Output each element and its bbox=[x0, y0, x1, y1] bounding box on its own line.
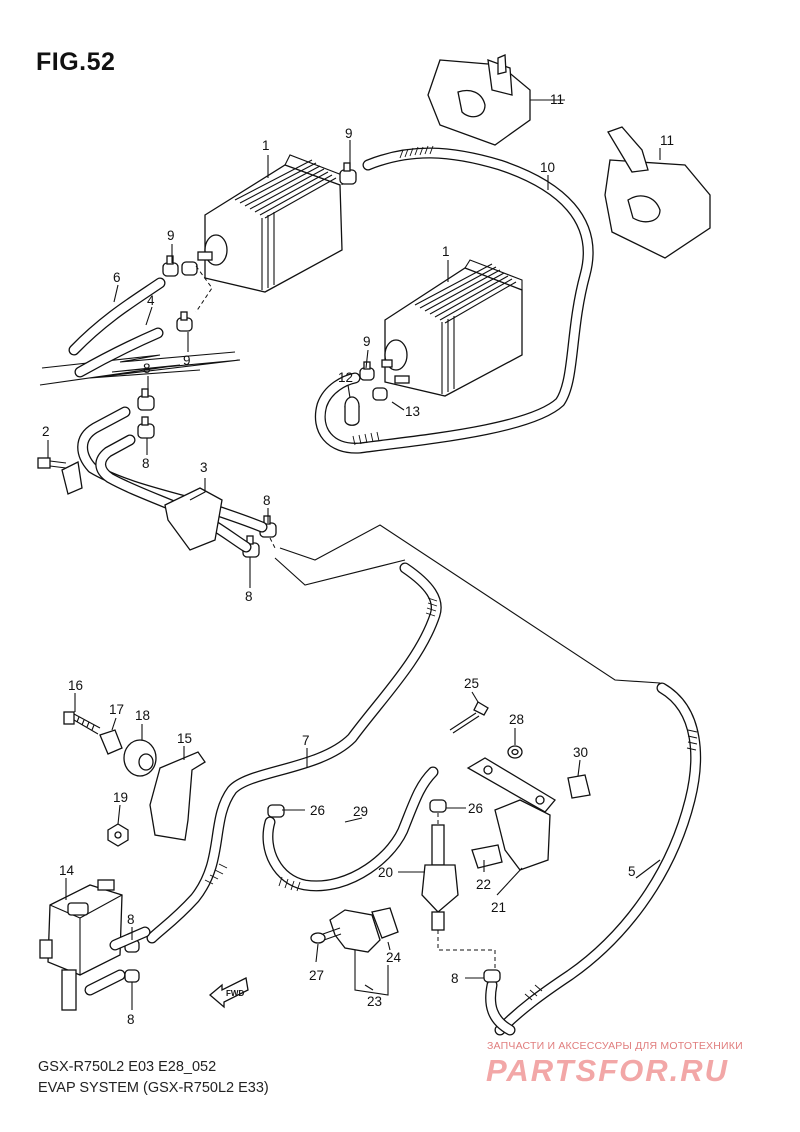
nut-19 bbox=[107, 823, 129, 847]
rivet-25 bbox=[449, 701, 489, 734]
callout-22: 22 bbox=[476, 877, 491, 892]
callout-28: 28 bbox=[509, 712, 524, 727]
hose-10 bbox=[314, 147, 594, 454]
fwd-arrow: FWD bbox=[208, 977, 249, 1009]
callout-16: 16 bbox=[68, 678, 83, 693]
callout-18: 18 bbox=[135, 708, 150, 723]
bolt-16 bbox=[63, 711, 101, 735]
canister-bracket-11-upper bbox=[427, 54, 531, 146]
plug-12 bbox=[344, 396, 360, 426]
callout-19: 19 bbox=[113, 790, 128, 805]
bracket-15 bbox=[149, 751, 206, 841]
figure-code: GSX-R750L2 E03 E28_052 bbox=[38, 1059, 217, 1075]
callout-10: 10 bbox=[540, 160, 555, 175]
canister-1-upper bbox=[197, 154, 343, 293]
bracket-23 bbox=[329, 909, 389, 996]
hose-4 bbox=[74, 327, 164, 378]
callout-15: 15 bbox=[177, 731, 192, 746]
callout-8: 8 bbox=[127, 912, 135, 927]
callout-8: 8 bbox=[143, 361, 151, 376]
pipe-assembly-3 bbox=[61, 406, 268, 553]
assembly-hint-lines bbox=[195, 265, 276, 549]
hose-7 bbox=[146, 562, 442, 944]
callout-4: 4 bbox=[147, 293, 155, 308]
grommet-18 bbox=[123, 739, 157, 777]
callout-13: 13 bbox=[405, 404, 420, 419]
bracket-21 bbox=[494, 799, 551, 871]
figure-title: FIG.52 bbox=[36, 48, 116, 76]
callout-9: 9 bbox=[363, 334, 371, 349]
washer-28 bbox=[507, 745, 523, 759]
watermark-tagline: ЗАПЧАСТИ И АКСЕССУАРЫ ДЛЯ МОТОТЕХНИКИ bbox=[487, 1040, 743, 1052]
callout-8: 8 bbox=[451, 971, 459, 986]
hose-5 bbox=[494, 682, 702, 1036]
hose-6 bbox=[68, 277, 166, 356]
callout-12: 12 bbox=[338, 370, 353, 385]
callout-20: 20 bbox=[378, 865, 393, 880]
callout-5: 5 bbox=[628, 864, 636, 879]
canister-bracket-11-right bbox=[604, 126, 711, 259]
callout-2: 2 bbox=[42, 424, 50, 439]
watermark-brand: PARTSFOR.RU bbox=[486, 1053, 730, 1088]
callout-9: 9 bbox=[167, 228, 175, 243]
callout-17: 17 bbox=[109, 702, 124, 717]
plate-bracket bbox=[466, 757, 556, 813]
callout-labels: 1 1 2 3 4 5 6 7 8 8 8 8 8 8 8 9 9 9 9 10… bbox=[42, 92, 674, 1027]
callout-30: 30 bbox=[573, 745, 588, 760]
clamp-24 bbox=[371, 907, 399, 939]
hose-29 bbox=[262, 766, 439, 892]
hose-outlet-bottom bbox=[485, 979, 516, 1036]
callout-11: 11 bbox=[660, 133, 674, 148]
callout-29: 29 bbox=[353, 804, 368, 819]
canister-1-lower bbox=[381, 259, 523, 397]
callout-1: 1 bbox=[262, 138, 270, 153]
hose-rib-hatching bbox=[204, 145, 698, 1001]
collar-17 bbox=[99, 729, 123, 755]
callout-26: 26 bbox=[468, 801, 483, 816]
callout-6: 6 bbox=[113, 270, 121, 285]
callout-24: 24 bbox=[386, 950, 402, 965]
callout-14: 14 bbox=[59, 863, 75, 878]
callout-9: 9 bbox=[345, 126, 353, 141]
bolt-2 bbox=[37, 457, 67, 469]
figure-section-title: EVAP SYSTEM (GSX-R750L2 E33) bbox=[38, 1080, 269, 1096]
callout-3: 3 bbox=[200, 460, 208, 475]
callout-25: 25 bbox=[464, 676, 479, 691]
callout-8: 8 bbox=[263, 493, 271, 508]
callout-8: 8 bbox=[127, 1012, 135, 1027]
callout-1: 1 bbox=[442, 244, 450, 259]
callout-leaders bbox=[47, 99, 661, 1010]
solenoid-valve-14 bbox=[39, 879, 151, 1011]
callout-11: 11 bbox=[550, 92, 564, 107]
cushion-30 bbox=[567, 774, 591, 799]
callout-21: 21 bbox=[491, 900, 506, 915]
callout-7: 7 bbox=[302, 733, 310, 748]
screw-27 bbox=[310, 927, 342, 944]
callout-8: 8 bbox=[142, 456, 150, 471]
clip-22 bbox=[471, 844, 503, 869]
callout-26: 26 bbox=[310, 803, 325, 818]
callout-23: 23 bbox=[367, 994, 382, 1009]
fwd-label: FWD bbox=[226, 989, 244, 998]
fuel-filter-20 bbox=[421, 813, 496, 970]
callout-27: 27 bbox=[309, 968, 324, 983]
callout-8: 8 bbox=[245, 589, 253, 604]
callout-9: 9 bbox=[183, 353, 191, 368]
